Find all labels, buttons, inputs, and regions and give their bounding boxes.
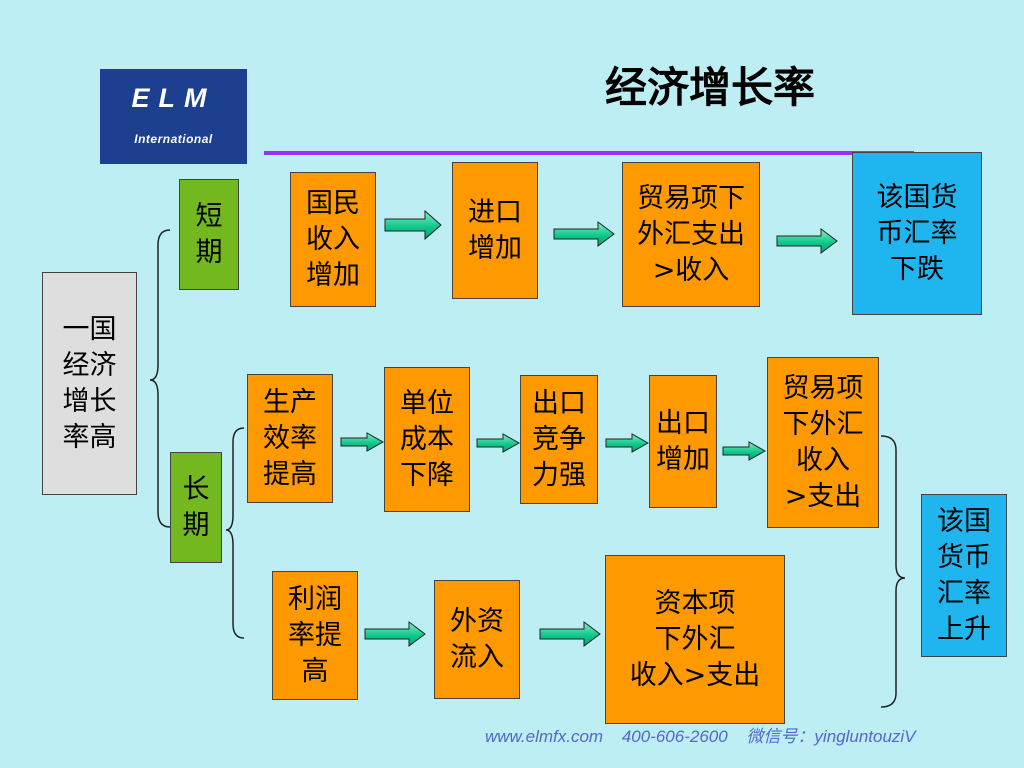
footer-phone: 400-606-2600	[621, 727, 728, 746]
node-foreign-capital-inflow: 外资 流入	[434, 580, 520, 699]
result-brace	[880, 435, 906, 708]
title-divider	[264, 151, 914, 155]
arrow-right-icon	[776, 228, 838, 254]
node-trade-fx-inflow-exceeds: 贸易项 下外汇 收入 >支出	[767, 357, 879, 528]
elm-logo: ELM International	[100, 69, 247, 164]
node-profit-rate-up: 利润 率提 高	[272, 571, 358, 700]
node-export-competitiveness: 出口 竞争 力强	[520, 375, 598, 504]
logo-brand: ELM	[131, 83, 216, 113]
node-unit-cost-down: 单位 成本 下降	[384, 367, 470, 512]
result-currency-appreciates: 该国 货币 汇率 上升	[921, 494, 1007, 657]
page-title: 经济增长率	[604, 63, 815, 112]
node-national-income-up: 国民 收入 增加	[290, 172, 376, 307]
node-capital-fx-inflow-exceeds: 资本项 下外汇 收入>支出	[605, 555, 785, 724]
node-exports-up: 出口 增加	[649, 375, 717, 508]
long-term-brace	[225, 427, 245, 639]
arrow-right-icon	[722, 441, 767, 461]
arrow-right-icon	[605, 433, 650, 453]
long-term-label: 长 期	[170, 452, 222, 563]
node-trade-fx-outflow-exceeds: 贸易项下 外汇支出 >收入	[622, 162, 760, 307]
footer-website[interactable]: www.elmfx.com	[485, 727, 604, 746]
root-node-growth-high: 一国 经济 增长 率高	[42, 272, 137, 495]
root-brace	[149, 229, 171, 528]
arrow-right-icon	[539, 621, 601, 647]
footer-contact: www.elmfx.com 400-606-2600 微信号：yinglunto…	[485, 722, 1005, 747]
footer-wechat: 微信号：yingluntouziV	[746, 727, 916, 746]
node-imports-up: 进口 增加	[452, 162, 538, 299]
arrow-right-icon	[364, 621, 426, 647]
logo-subtitle: International	[134, 132, 213, 146]
node-productivity-up: 生产 效率 提高	[247, 374, 333, 503]
arrow-right-icon	[553, 221, 615, 247]
short-term-label: 短 期	[179, 179, 239, 290]
arrow-right-icon	[476, 433, 521, 453]
arrow-right-icon	[340, 432, 385, 452]
result-currency-depreciates: 该国货 币汇率 下跌	[852, 152, 982, 315]
arrow-right-icon	[384, 209, 442, 241]
